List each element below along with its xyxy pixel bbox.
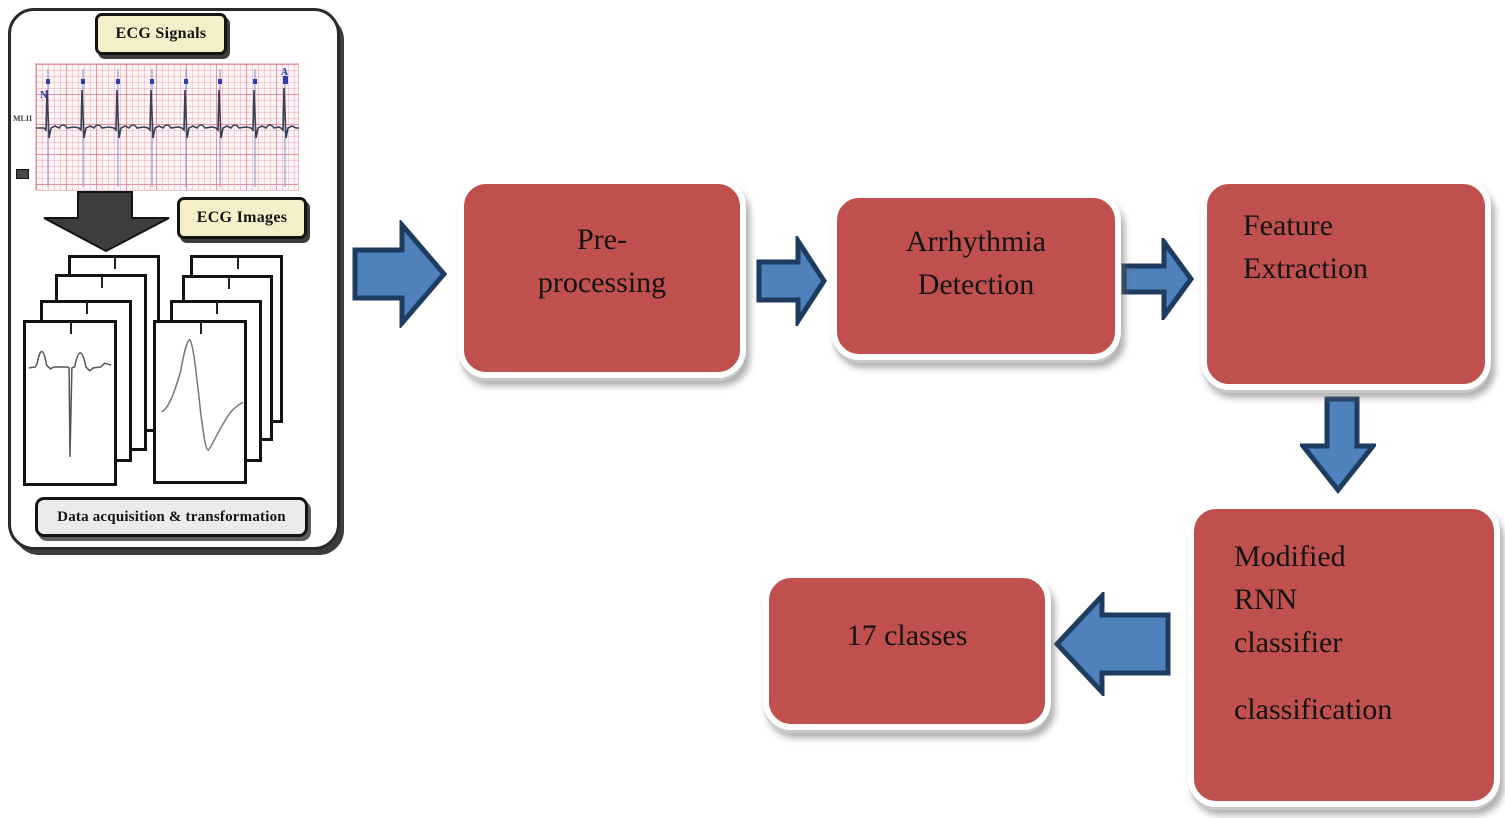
- data-acquisition-label: Data acquisition & transformation: [35, 497, 308, 537]
- ecg-signals-label-text: ECG Signals: [115, 25, 207, 42]
- beat-annotation-last: A: [281, 67, 289, 78]
- feature-line2: Extraction: [1243, 252, 1368, 285]
- output-classes-label: 17 classes: [846, 619, 968, 652]
- ecg-images-label-text: ECG Images: [196, 209, 288, 226]
- ecg-images-label: ECG Images: [177, 197, 307, 239]
- ecg-lead-label: MLII: [13, 114, 33, 123]
- ecg-beat-waveform: [161, 338, 244, 451]
- data-acquisition-panel: ECG Signals N A MLII: [8, 8, 340, 550]
- preprocessing-line1: Pre-: [577, 223, 627, 256]
- output-classes-box: 17 classes: [763, 572, 1051, 730]
- preprocessing-line2: processing: [537, 266, 667, 299]
- ecg-image-card-front-left: [23, 320, 117, 486]
- flow-arrow-right-1: [352, 220, 448, 328]
- flow-arrow-left: [1053, 592, 1171, 696]
- down-arrow-dark-icon: [43, 191, 170, 253]
- preprocessing-box: Pre- processing: [458, 178, 746, 378]
- arrhythmia-detection-box: Arrhythmia Detection: [831, 192, 1121, 360]
- flow-arrow-right-2: [756, 236, 827, 326]
- flow-arrow-down: [1300, 396, 1376, 494]
- ecg-signals-label: ECG Signals: [95, 13, 227, 55]
- rnn-classifier-box: Modified RNN classifier classification: [1188, 503, 1500, 807]
- rnn-line2: RNN: [1234, 583, 1298, 616]
- feature-extraction-box: Feature Extraction: [1201, 178, 1491, 390]
- rnn-line1: Modified: [1234, 540, 1346, 573]
- beat-annotation-first: N: [40, 90, 48, 101]
- rnn-line3: classifier: [1234, 626, 1343, 659]
- flow-arrow-right-3: [1121, 238, 1195, 320]
- arrhythmia-line2: Detection: [917, 268, 1035, 301]
- ecg-beat-waveform: [28, 350, 112, 457]
- ecg-time-badge: [16, 169, 29, 179]
- ecg-image-card-front-right: [153, 320, 247, 484]
- rnn-line-spacer: [1234, 664, 1494, 688]
- data-acquisition-label-text: Data acquisition & transformation: [57, 508, 286, 525]
- ecg-strip-chart: N A: [35, 63, 299, 191]
- arrhythmia-line1: Arrhythmia: [906, 225, 1046, 258]
- rnn-line4: classification: [1234, 693, 1393, 726]
- feature-line1: Feature: [1243, 209, 1333, 242]
- ecg-waveform-graphic: N A: [36, 67, 299, 187]
